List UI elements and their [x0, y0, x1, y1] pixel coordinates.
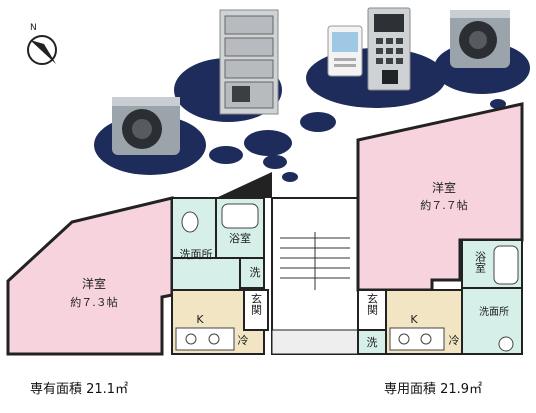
left-room-label: 洋室 — [82, 276, 106, 291]
left-room-size: 約７.３帖 — [70, 295, 118, 309]
room-labels: 洋室 約７.３帖 浴室 洗面所 洗 K 冷 玄関 洋室 約７.７帖 浴室 洗面所… — [70, 180, 509, 349]
left-washer-label: 洗 — [250, 266, 261, 279]
right-area-label: 専用面積 21.9㎡ — [384, 382, 483, 397]
right-entrance-label: 玄関 — [366, 292, 379, 315]
stairwell — [271, 197, 359, 355]
right-washer-label: 洗 — [367, 336, 378, 349]
left-area-label: 専有面積 21.1㎡ — [30, 382, 129, 397]
intercom-monitor-icon — [327, 25, 363, 77]
north-label: N — [30, 23, 37, 33]
north-arrow-icon: N — [27, 23, 57, 65]
right-bath-label: 浴室 — [474, 251, 487, 273]
left-washroom-label: 洗面所 — [180, 248, 213, 261]
left-kitchen-label: K — [196, 313, 204, 326]
right-washroom-label: 洗面所 — [479, 306, 509, 318]
right-fridge-label: 冷 — [449, 334, 460, 347]
left-bath-label: 浴室 — [229, 231, 251, 245]
right-room-label: 洋室 — [432, 180, 456, 195]
right-room-size: 約７.７帖 — [420, 198, 468, 212]
intercom-panel-icon — [367, 7, 411, 91]
left-fridge-label: 冷 — [238, 334, 249, 347]
left-entrance-label: 玄関 — [250, 292, 263, 315]
delivery-locker-icon — [219, 9, 279, 115]
security-camera-icon-right — [450, 10, 510, 68]
left-unit — [6, 172, 272, 356]
security-camera-icon — [112, 97, 180, 155]
right-unit — [356, 102, 524, 355]
right-kitchen-label: K — [410, 313, 418, 326]
